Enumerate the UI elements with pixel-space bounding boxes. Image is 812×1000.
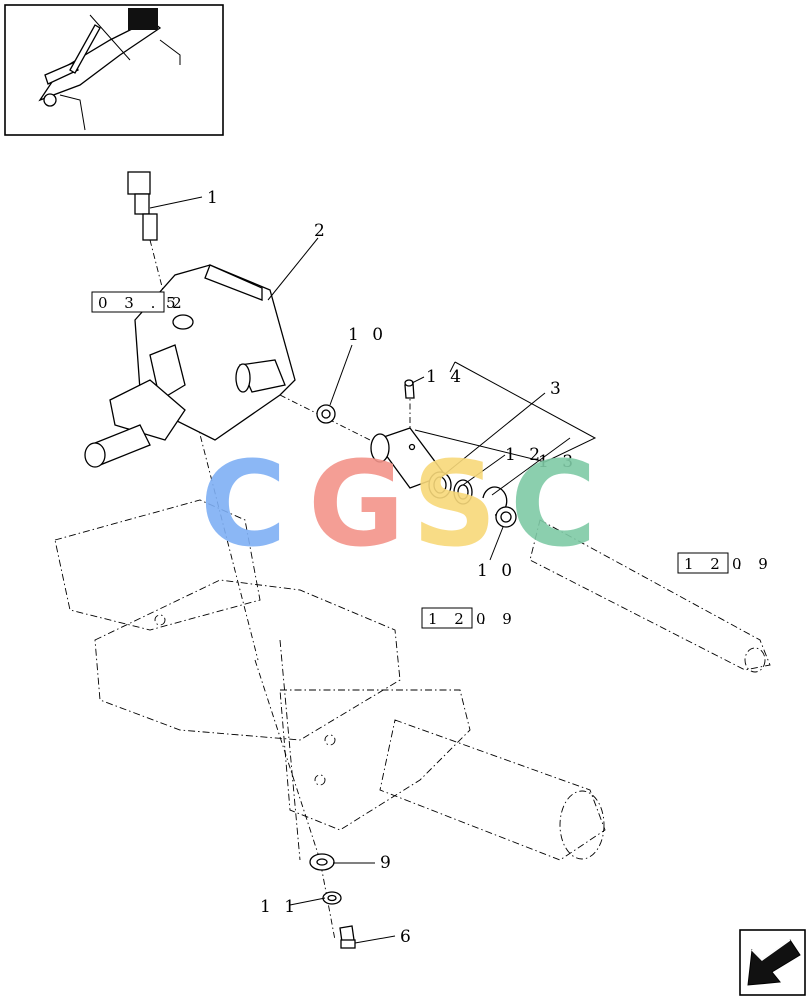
ref-03-25-box-text: 0 3 . 2 <box>98 294 188 312</box>
reference-12-09-center[interactable]: 1 2 . 0 9 <box>421 607 518 629</box>
callout-2: 2 <box>314 221 329 241</box>
ref-12-09-center-tail-text: 0 9 <box>476 610 518 628</box>
callout-12: 1 2 <box>505 445 544 465</box>
part-11-washer[interactable] <box>322 891 342 905</box>
arrow-back-icon[interactable] <box>739 929 806 996</box>
watermark-letter-1: C <box>200 435 287 573</box>
callout-6: 6 <box>400 927 415 947</box>
callouts: 1 2 1 0 1 4 3 1 2 1 3 1 0 9 1 1 6 <box>207 188 577 947</box>
callout-10-upper: 1 0 <box>348 325 387 345</box>
watermark-letter-3: S <box>412 435 497 573</box>
callout-1: 1 <box>207 188 222 208</box>
watermark-cgsc: C G S C <box>200 435 597 573</box>
leader-lines <box>149 196 597 944</box>
part-12-bushing[interactable] <box>428 471 473 505</box>
callout-3: 3 <box>550 379 565 399</box>
thumbnail-assembly-icon[interactable] <box>4 4 224 136</box>
watermark-letter-4: C <box>510 435 597 573</box>
callout-14: 1 4 <box>426 367 465 387</box>
ref-12-09-right-tail-text: 0 9 <box>732 555 774 573</box>
part-2-gearbox-housing[interactable] <box>84 264 296 468</box>
callout-11: 1 1 <box>260 897 299 917</box>
callout-9: 9 <box>380 853 395 873</box>
part-14-grease-nipple[interactable] <box>404 379 415 399</box>
part-10-washer-lower[interactable] <box>495 506 517 528</box>
ref-03-25-tail-text: 5 <box>166 294 182 312</box>
part-10-washer-upper[interactable] <box>316 404 336 424</box>
callout-10-lower: 1 0 <box>477 561 516 581</box>
part-6-bolt[interactable] <box>339 925 356 949</box>
part-9-washer[interactable] <box>309 853 335 871</box>
ref-12-09-right-box-text: 1 2 . <box>684 555 747 573</box>
callout-13: 1 3 <box>538 452 577 472</box>
reference-03-25[interactable]: 0 3 . 2 5 <box>91 291 188 313</box>
ref-12-09-center-box-text: 1 2 . <box>428 610 491 628</box>
watermark-letter-2: G <box>308 435 405 573</box>
reference-12-09-right[interactable]: 1 2 . 0 9 <box>677 552 774 574</box>
part-1-fitting[interactable] <box>127 171 158 241</box>
ghost-axle-housing <box>54 499 771 861</box>
